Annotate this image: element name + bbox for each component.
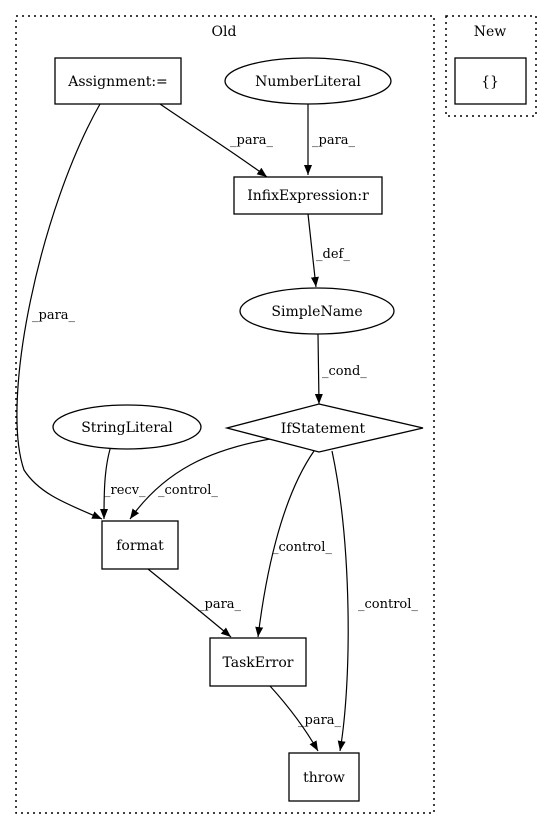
edge-labels: _para_ _para_ _para_ _def_ _cond_ _recv_… [32,133,418,728]
edge-taskerror-throw [269,685,319,752]
node-new-block-label: {} [481,74,499,90]
cluster-old: Old [15,15,435,814]
node-string-literal-shape [52,404,202,450]
node-if-statement-label: IfStatement [281,421,366,437]
node-throw[interactable]: throw [288,752,360,802]
edge-ifstatement-throw [331,450,349,752]
node-simple-name[interactable]: SimpleName [239,287,395,335]
edge-infix-simplename [307,213,319,288]
node-number-literal[interactable]: NumberLiteral [224,57,392,105]
node-assignment[interactable]: Assignment:= [54,57,182,105]
edge-label-infix-simplename: _def_ [316,247,350,262]
node-task-error[interactable]: TaskError [209,637,307,687]
edge-label-ifstatement-throw: _control_ [358,597,418,612]
node-number-literal-shape [224,57,392,105]
edge-simplename-ifstatement [314,333,323,405]
node-infix-expression[interactable]: InfixExpression:r [233,176,383,215]
node-if-statement-shape [224,403,424,453]
edge-label-format-taskerror: _para_ [198,597,242,612]
edge-assignment-infix [159,103,268,178]
node-assignment-shape [54,57,182,105]
node-infix-expression-shape [233,176,383,215]
edge-label-stringliteral-format: _recv_ [104,483,146,498]
edges [16,103,349,752]
edge-label-assignment-format: _para_ [32,308,76,323]
edge-label-numberliteral-infix: _para_ [312,133,356,148]
node-throw-shape [288,752,360,802]
node-number-literal-label: NumberLiteral [255,74,361,90]
node-new-block[interactable]: {} [454,57,527,105]
cluster-new: New [445,15,537,117]
edge-label-assignment-infix: _para_ [230,133,274,148]
edge-label-ifstatement-taskerror: _control_ [272,540,332,555]
node-string-literal-label: StringLiteral [81,420,173,436]
edge-label-simplename-ifstatement: _cond_ [322,364,367,379]
node-format-shape [101,520,179,570]
node-string-literal[interactable]: StringLiteral [52,404,202,450]
edge-format-taskerror [147,568,232,638]
edge-label-ifstatement-format: _control_ [158,483,218,498]
node-throw-label: throw [303,770,345,786]
node-new-block-shape [454,57,527,105]
node-if-statement[interactable]: IfStatement [224,403,424,453]
node-task-error-shape [209,637,307,687]
cluster-new-border [445,15,537,117]
node-simple-name-label: SimpleName [271,304,362,320]
edge-label-taskerror-throw: _para_ [298,713,342,728]
edge-ifstatement-format [129,438,271,520]
node-format-label: format [116,538,164,554]
edge-assignment-format [16,103,103,520]
edge-stringliteral-format [100,445,112,520]
node-format[interactable]: format [101,520,179,570]
cluster-old-border [15,15,435,814]
node-task-error-label: TaskError [223,655,294,671]
node-simple-name-shape [239,287,395,335]
edge-ifstatement-taskerror [255,450,315,638]
nodes: Assignment:= NumberLiteral InfixExpressi… [52,57,527,802]
node-infix-expression-label: InfixExpression:r [247,188,369,204]
cluster-new-title: New [474,24,507,40]
cluster-old-title: Old [212,24,237,40]
node-assignment-label: Assignment:= [67,74,168,90]
